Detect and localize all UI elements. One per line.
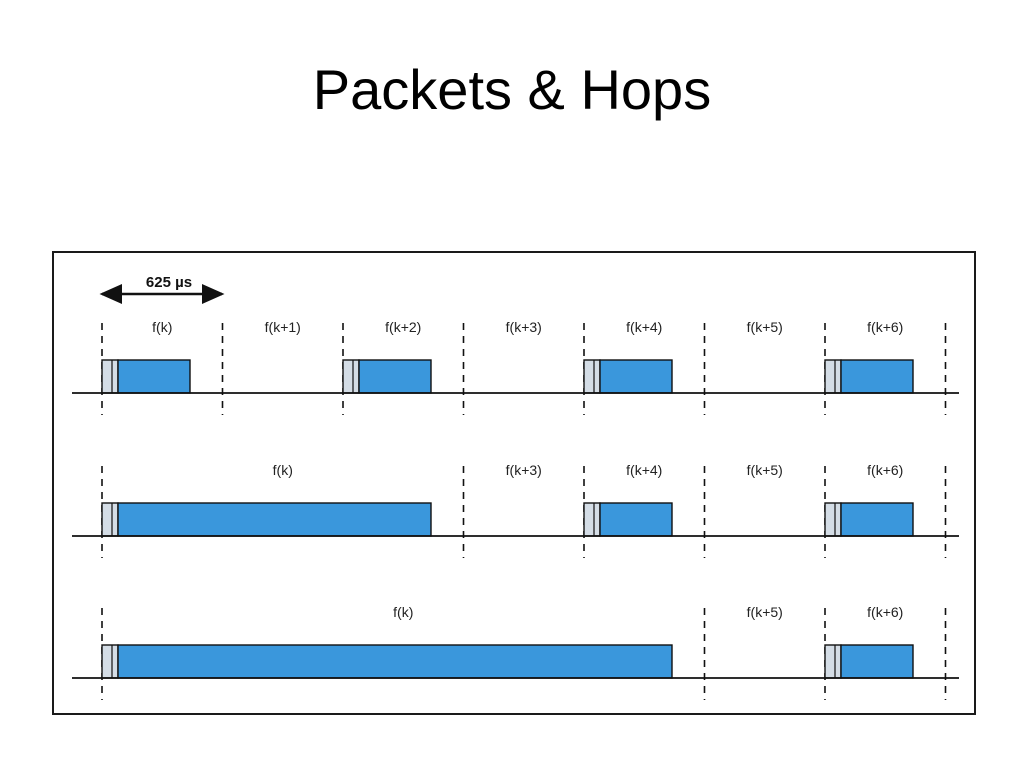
packet-header [824,502,842,537]
slide-title: Packets & Hops [312,58,712,121]
packet-header [342,359,360,394]
packet-rows: f(k) f(k+1) f(k+2) f(k+3) f(k+4) f(k+5) f(k+6)… [72,319,959,700]
packet-payload [599,359,673,394]
hop-frequency-label: f(k+5) [747,319,783,335]
hop-frequency-label: f(k+6) [867,604,903,620]
packet-payload [117,502,432,537]
packet [824,502,914,537]
slot-duration-indicator: 625 µs [99,274,225,304]
packet-header [583,502,601,537]
hop-frequency-label: f(k+1) [265,319,301,335]
hop-frequency-label: f(k+2) [385,319,421,335]
packet-payload [117,359,191,394]
packet [583,359,673,394]
packet-row-3: f(k) f(k+5) f(k+6) [72,604,959,700]
hop-frequency-label: f(k+5) [747,604,783,620]
packet-hop-diagram: 625 µs f(k) f(k+1) f(k+2) f(k+3) f(k+4) f(k+5… [72,274,959,700]
packet [583,502,673,537]
packet [824,359,914,394]
packet [101,502,432,537]
hop-frequency-label: f(k+4) [626,319,662,335]
hop-frequency-label: f(k+4) [626,462,662,478]
packet-payload [840,502,914,537]
packet-payload [117,644,673,679]
packet [101,359,191,394]
packet-payload [599,502,673,537]
packet-row-2: f(k) f(k+3) f(k+4) f(k+5) f(k+6) [72,462,959,558]
packet [342,359,432,394]
packet-header [583,359,601,394]
packet [824,644,914,679]
hop-frequency-label: f(k+3) [506,319,542,335]
packet-payload [840,359,914,394]
hop-frequency-label: f(k+3) [506,462,542,478]
packet-payload [358,359,432,394]
diagram-frame: 625 µs f(k) f(k+1) f(k+2) f(k+3) f(k+4) f(k+5… [52,251,976,715]
hop-frequency-label: f(k+6) [867,462,903,478]
packet-header [824,359,842,394]
hop-frequency-label: f(k) [393,604,413,620]
packet-header [101,502,119,537]
hop-frequency-label: f(k) [273,462,293,478]
packet-payload [840,644,914,679]
packet [101,644,673,679]
packet-header [824,644,842,679]
hop-frequency-label: f(k+6) [867,319,903,335]
packet-header [101,359,119,394]
hop-frequency-label: f(k+5) [747,462,783,478]
slot-duration-label: 625 µs [146,274,192,291]
packet-row-1: f(k) f(k+1) f(k+2) f(k+3) f(k+4) f(k+5) f(k+6) [72,319,959,415]
hop-frequency-label: f(k) [152,319,172,335]
packet-header [101,644,119,679]
